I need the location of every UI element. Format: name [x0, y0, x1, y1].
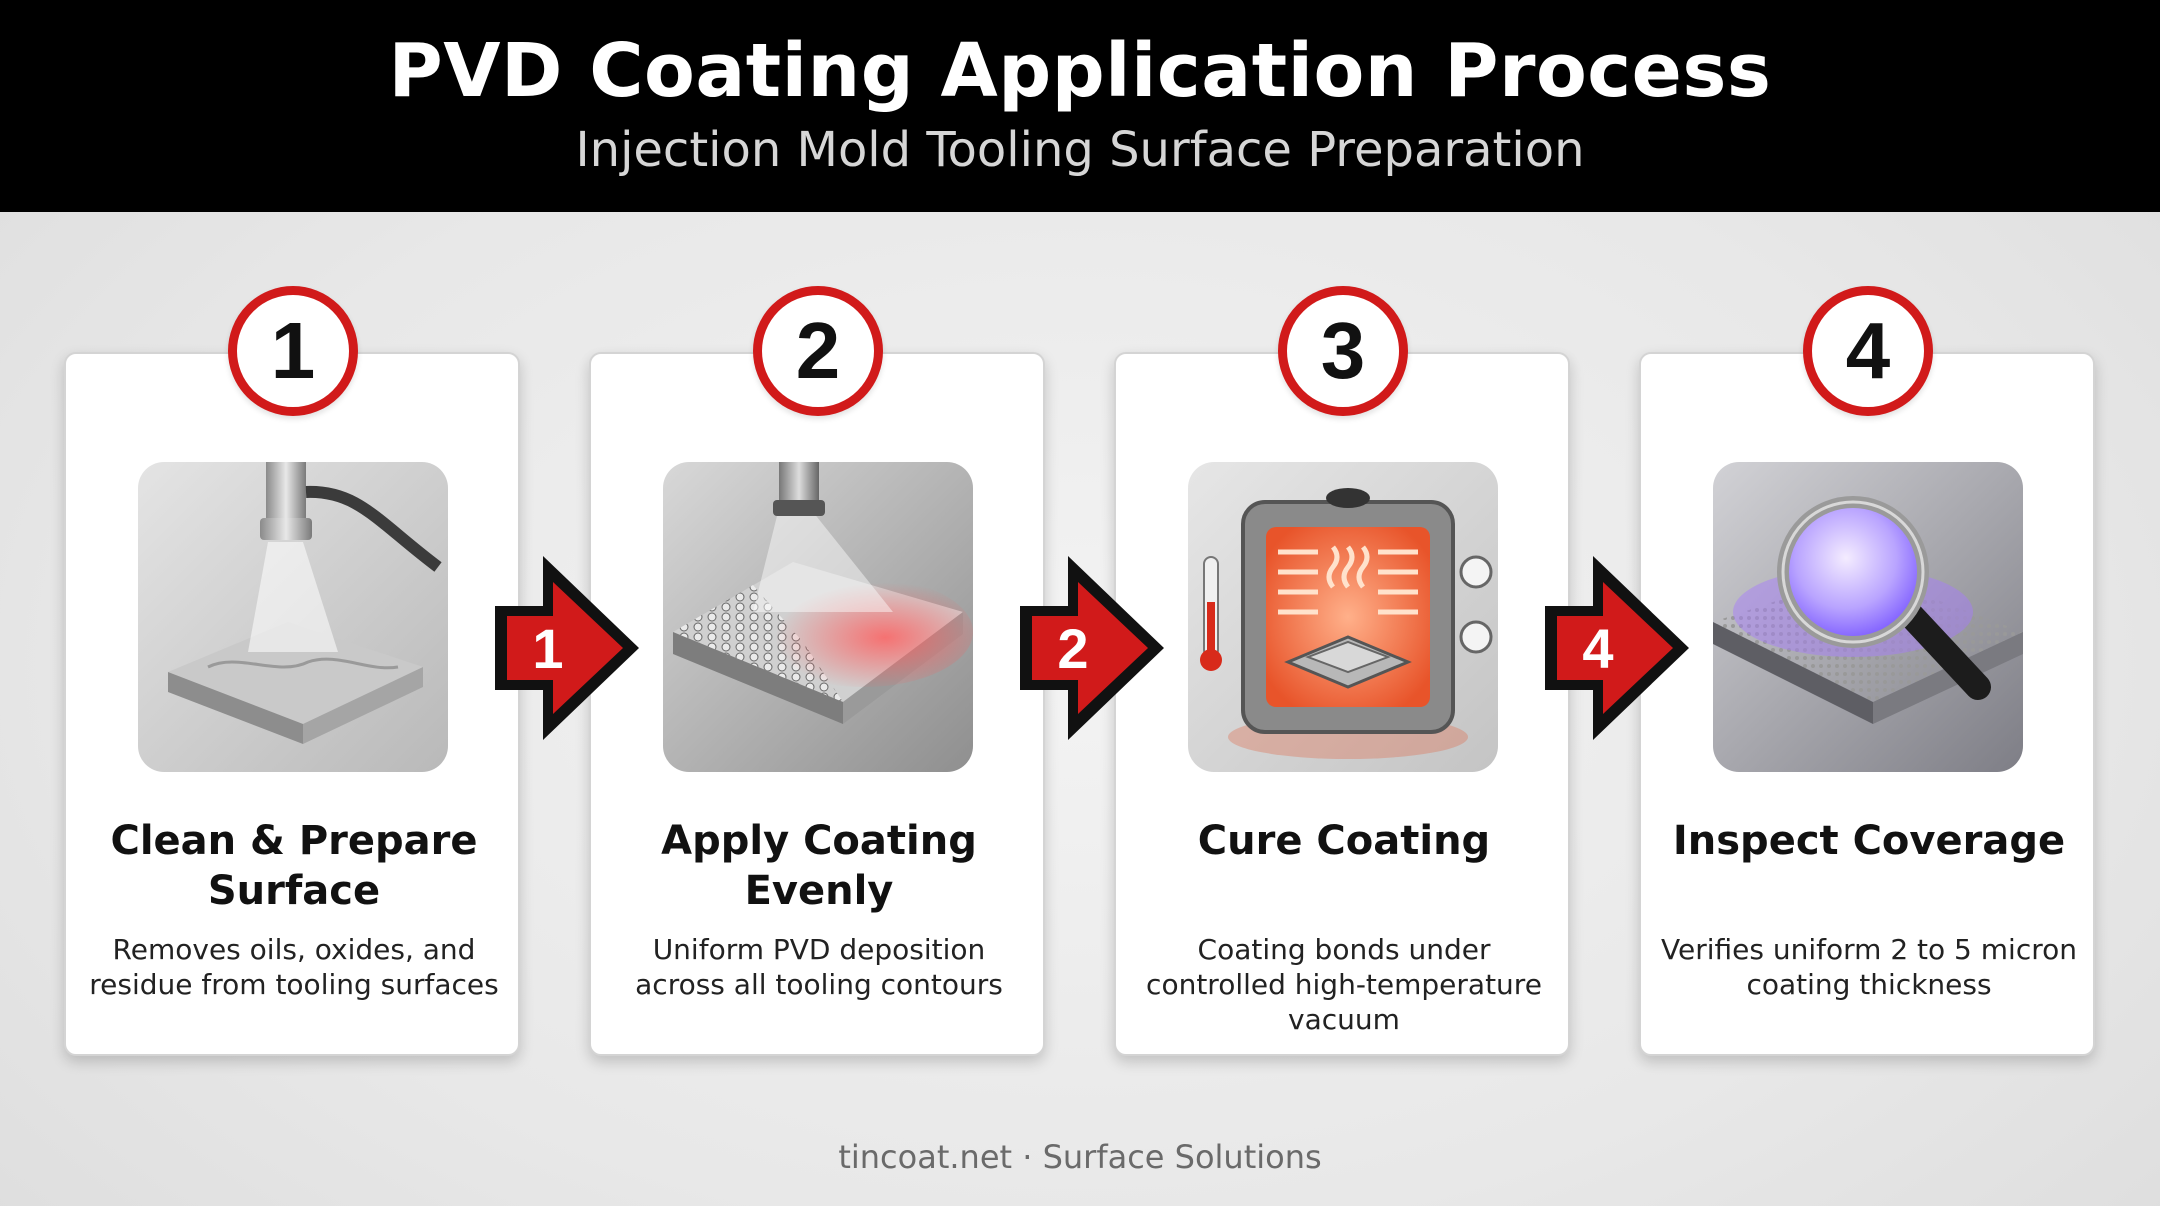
step-1-title: Clean & Prepare Surface — [110, 818, 478, 914]
header-banner: PVD Coating Application Process Injectio… — [0, 0, 2160, 212]
spray-nozzle-cleaning-icon — [138, 462, 448, 772]
arrow-2-connector: 2 — [1020, 556, 1164, 740]
magnifying-glass-inspection-icon — [1713, 462, 2023, 772]
step-3-number-badge: 3 — [1278, 286, 1408, 416]
right-arrow-icon — [1545, 556, 1689, 740]
step-4-number-badge: 4 — [1803, 286, 1933, 416]
arrow-1-connector: 1 — [495, 556, 639, 740]
arrow-1-label: 1 — [532, 617, 564, 680]
step-2-description: Uniform PVD deposition across all toolin… — [635, 933, 1003, 1001]
step-4-card: Inspect Coverage Verifies uniform 2 to 5… — [1639, 352, 2095, 1056]
page-subtitle: Injection Mold Tooling Surface Preparati… — [575, 122, 1585, 178]
step-1-description: Removes oils, oxides, and residue from t… — [89, 933, 499, 1001]
step-3-title: Cure Coating — [1197, 818, 1491, 864]
curing-oven-icon — [1188, 462, 1498, 772]
footer-credit: tincoat.net · Surface Solutions — [838, 1138, 1322, 1176]
right-arrow-icon — [1020, 556, 1164, 740]
arrow-2-label: 2 — [1057, 617, 1089, 680]
step-2-title: Apply Coating Evenly — [661, 818, 977, 914]
step-4-title: Inspect Coverage — [1672, 818, 2066, 864]
step-3-card: Cure Coating Coating bonds under control… — [1114, 352, 1570, 1056]
right-arrow-icon — [495, 556, 639, 740]
step-3-description: Coating bonds under controlled high-temp… — [1146, 933, 1542, 1036]
step-2-number-badge: 2 — [753, 286, 883, 416]
step-4-description: Verifies uniform 2 to 5 micron coating t… — [1661, 933, 2077, 1001]
page-title: PVD Coating Application Process — [388, 28, 1772, 114]
step-2-card: Apply Coating Evenly Uniform PVD deposit… — [589, 352, 1045, 1056]
step-1-number-badge: 1 — [228, 286, 358, 416]
step-1-card: Clean & Prepare Surface Removes oils, ox… — [64, 352, 520, 1056]
coating-deposition-icon — [663, 462, 973, 772]
arrow-3-connector: 4 — [1545, 556, 1689, 740]
arrow-3-label: 4 — [1582, 617, 1614, 680]
